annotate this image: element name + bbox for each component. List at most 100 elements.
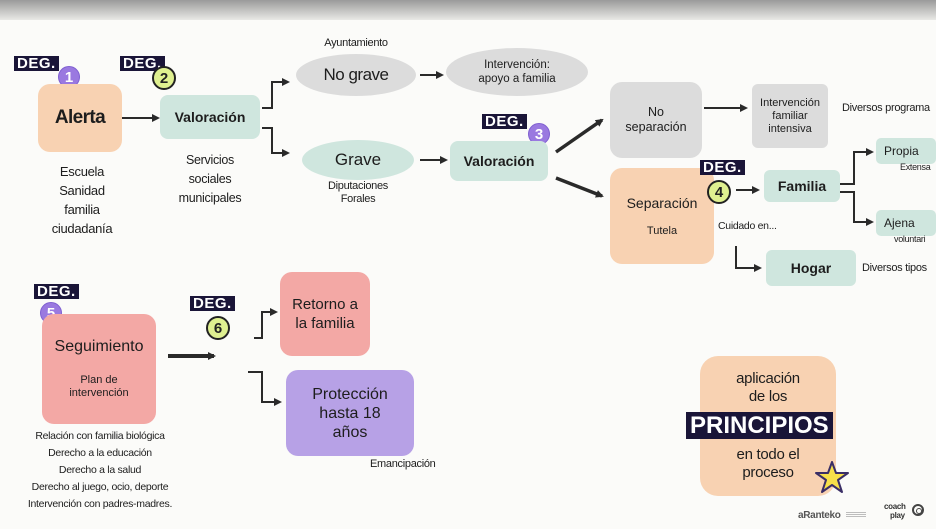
arrow-familia-ajena <box>840 191 874 226</box>
label-line: Retorno a <box>292 296 358 313</box>
seguimiento-title: Seguimiento <box>54 338 144 355</box>
source-item: Sanidad <box>59 183 105 198</box>
emancipacion-caption: Emancipación <box>370 458 436 470</box>
deg-tag: DEG. <box>34 284 79 299</box>
deg-tag: DEG. <box>482 114 527 129</box>
step-circle-3: 3 <box>528 123 550 145</box>
valoracion2-title: Valoración <box>463 153 535 169</box>
deg-tag: DEG. <box>120 56 165 71</box>
source-item: familia <box>64 202 100 217</box>
grave-caption: Diputaciones Forales <box>316 180 400 206</box>
caption-line: Diputaciones <box>328 180 388 192</box>
rights-item: Derecho al juego, ocio, deporte <box>31 481 169 493</box>
step-circle-6: 6 <box>206 316 230 340</box>
familia-title: Familia <box>777 178 827 194</box>
alerta-box: Alerta <box>38 84 122 152</box>
arrow-val2-sep <box>555 176 604 198</box>
valoracion-box: Valoración <box>160 95 260 139</box>
alerta-title: Alerta <box>54 107 106 128</box>
proteccion-box: Protección hasta 18 años <box>286 370 414 456</box>
ajena-box: Ajena <box>876 210 936 236</box>
step-circle-2: 2 <box>152 66 176 90</box>
hogar-note: Diversos tipos <box>862 262 927 274</box>
no-grave-result-ellipse: Intervención: apoyo a familia <box>446 48 588 96</box>
deg-tag: DEG. <box>14 56 59 71</box>
rights-item: Relación con familia biológica <box>35 430 165 442</box>
rights-item: Derecho a la salud <box>58 464 142 476</box>
rights-item: Intervención con padres-madres. <box>27 498 173 510</box>
label-line: Protección <box>312 385 388 403</box>
alerta-sources: Escuela Sanidad familia ciudadanía <box>40 162 124 238</box>
arrow-to-proteccion <box>248 371 282 406</box>
star-icon <box>815 461 849 493</box>
plan-line: intervención <box>69 387 129 399</box>
propia-sub: Extensa <box>900 162 931 172</box>
label-line: hasta 18 <box>319 404 381 422</box>
result-line: Intervención: <box>484 59 550 71</box>
label-line: separación <box>625 120 687 134</box>
caption-line: municipales <box>178 191 242 205</box>
rights-item: Derecho a la educación <box>48 447 152 459</box>
caption-line: Servicios <box>185 153 234 167</box>
valoracion-caption: Servicios sociales municipales <box>158 151 262 208</box>
ajena-sub: voluntari <box>894 234 926 244</box>
logo-lines <box>846 512 866 518</box>
result-line: Intervención <box>760 96 820 109</box>
hogar-title: Hogar <box>790 260 832 276</box>
play-text: play <box>890 511 905 520</box>
propia-label: Propia <box>884 144 919 158</box>
plan-line: Plan de <box>80 374 118 386</box>
source-item: ciudadanía <box>51 221 113 236</box>
principios-top: aplicación de los <box>700 370 836 406</box>
separacion-title: Separación <box>626 195 698 211</box>
label-line: No <box>648 105 664 119</box>
principios-line: proceso <box>742 464 794 481</box>
label-line: años <box>332 423 368 441</box>
seguimiento-box: Seguimiento Plan de intervención <box>42 314 156 424</box>
grave-label: Grave <box>334 150 382 169</box>
principios-bottom: en todo el proceso <box>700 446 836 482</box>
arrow-val2-nosep <box>555 118 604 154</box>
valoracion2-box: Valoración <box>450 141 548 181</box>
result-line: intensiva <box>768 122 812 135</box>
separacion-box: Separación Tutela <box>610 168 714 264</box>
source-item: Escuela <box>59 164 105 179</box>
propia-box: Propia <box>876 138 936 164</box>
seguimiento-plan: Plan de intervención <box>69 374 128 400</box>
caption-line: sociales <box>188 172 232 186</box>
play-circle-icon <box>912 504 924 516</box>
aranteko-logo: aRanteko <box>798 510 841 521</box>
retorno-box: Retorno a la familia <box>280 272 370 356</box>
no-separacion-note: Diversos programa <box>842 102 930 114</box>
arrow-sep-hogar <box>735 246 762 272</box>
result-line: familiar <box>772 109 808 122</box>
principios-line: en todo el <box>736 446 800 463</box>
no-grave-label: No grave <box>323 65 389 84</box>
principios-line: de los <box>748 388 788 405</box>
cuidado-label: Cuidado en... <box>718 220 777 232</box>
principios-word: PRINCIPIOS <box>686 412 833 439</box>
coach-text: coach <box>884 502 906 511</box>
hogar-box: Hogar <box>766 250 856 286</box>
deg-tag: DEG. <box>700 160 745 175</box>
step-circle-4: 4 <box>707 180 731 204</box>
familia-box: Familia <box>764 170 840 202</box>
result-line: apoyo a familia <box>478 73 556 85</box>
arrow-familia-propia <box>840 148 874 185</box>
separacion-subtitle: Tutela <box>646 225 678 237</box>
grave-ellipse: Grave <box>302 140 414 180</box>
ajena-label: Ajena <box>884 216 915 230</box>
arrow-to-retorno <box>254 308 278 339</box>
arrow-valoracion-nograve <box>262 78 290 109</box>
caption-line: Forales <box>340 193 376 205</box>
arrow-valoracion-grave <box>262 127 290 157</box>
principios-line: aplicación <box>736 370 800 387</box>
no-separacion-box: No separación <box>610 82 702 158</box>
coachplay-logo: coach play <box>884 502 906 520</box>
no-grave-ellipse: No grave <box>296 54 416 96</box>
valoracion-title: Valoración <box>174 109 246 125</box>
deg-tag: DEG. <box>190 296 235 311</box>
no-grave-caption: Ayuntamiento <box>324 37 388 49</box>
